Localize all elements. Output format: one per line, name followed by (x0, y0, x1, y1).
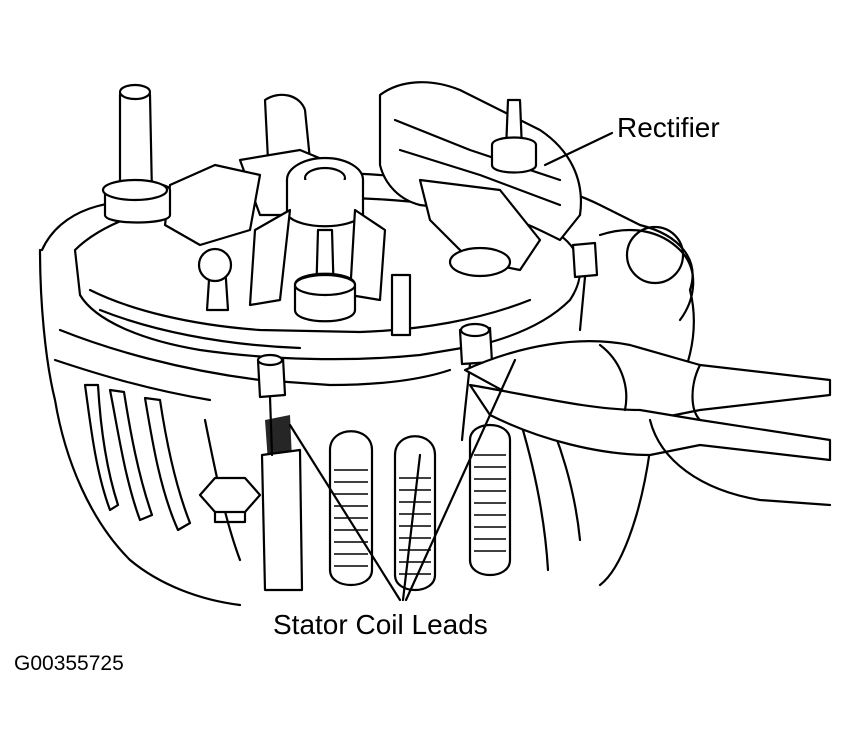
leader-lines (288, 131, 614, 602)
rectifier (73, 81, 582, 361)
stator-coil-leads-label: Stator Coil Leads (273, 609, 488, 640)
hex-bolt (198, 476, 262, 524)
stator-lead-terminals (256, 241, 599, 457)
figure-id: G00355725 (14, 652, 124, 675)
alternator-housing (38, 172, 695, 607)
rectifier-label: Rectifier (617, 112, 720, 143)
pliers-tool (463, 340, 832, 507)
stator-windings (260, 415, 512, 592)
